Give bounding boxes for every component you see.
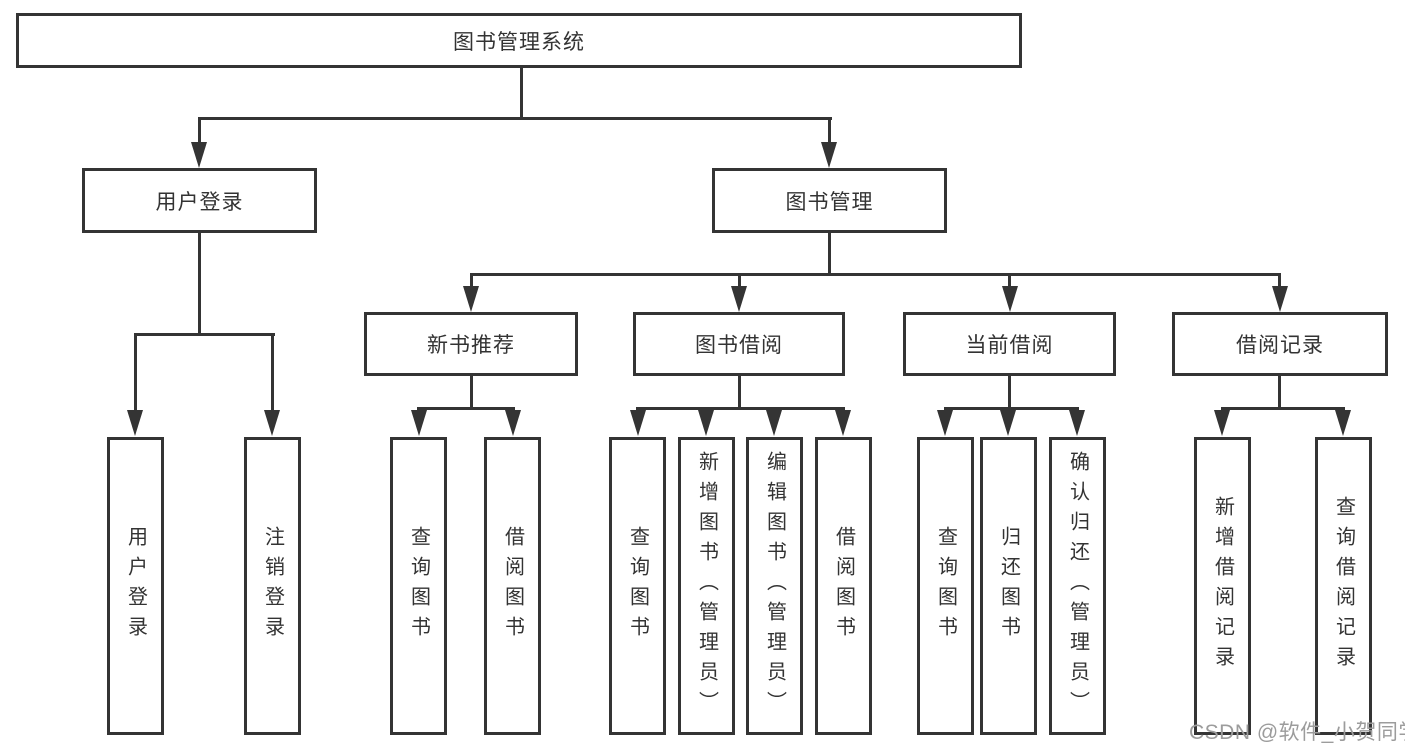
arrowhead-newbook-leaf2	[505, 410, 521, 436]
connector-newbook-stem	[470, 374, 473, 410]
arrowhead-newbook	[463, 286, 479, 312]
leaf-current-query-label: 查询图书	[934, 526, 957, 646]
arrowhead-login	[191, 142, 207, 168]
leaf-user-login: 用户登录	[107, 437, 164, 735]
leaf-current-return: 归还图书	[980, 437, 1037, 735]
arrowhead-borrow-leaf2	[698, 410, 714, 436]
node-root: 图书管理系统	[16, 13, 1022, 68]
leaf-records-query: 查询借阅记录	[1315, 437, 1372, 735]
connector-drop-login-leaf2	[271, 333, 274, 412]
connector-drop-records	[1278, 273, 1281, 289]
connector-drop-current	[1008, 273, 1011, 289]
leaf-borrow-borrow: 借阅图书	[815, 437, 872, 735]
leaf-user-login-label: 用户登录	[124, 526, 147, 646]
leaf-records-add: 新增借阅记录	[1194, 437, 1251, 735]
arrowhead-current	[1002, 286, 1018, 312]
leaf-logout-label: 注销登录	[261, 526, 284, 646]
leaf-newbook-borrow: 借阅图书	[484, 437, 541, 735]
leaf-current-return-label: 归还图书	[997, 526, 1020, 646]
connector-login-split	[134, 333, 275, 336]
leaf-borrow-query: 查询图书	[609, 437, 666, 735]
connector-drop-login-leaf1	[134, 333, 137, 412]
arrowhead-login-leaf1	[127, 410, 143, 436]
arrowhead-newbook-leaf1	[411, 410, 427, 436]
arrowhead-borrow-leaf4	[835, 410, 851, 436]
arrowhead-current-leaf2	[1000, 410, 1016, 436]
arrowhead-records	[1272, 286, 1288, 312]
arrowhead-borrow-leaf3	[766, 410, 782, 436]
leaf-borrow-borrow-label: 借阅图书	[832, 526, 855, 646]
connector-mgmt-split	[470, 273, 1281, 276]
leaf-current-query: 查询图书	[917, 437, 974, 735]
node-borrow-records: 借阅记录	[1172, 312, 1388, 376]
leaf-records-add-label: 新增借阅记录	[1211, 496, 1234, 676]
connector-borrow-stem	[738, 374, 741, 410]
connector-root-stem	[520, 67, 523, 120]
arrowhead-borrow-leaf1	[630, 410, 646, 436]
leaf-newbook-query: 查询图书	[390, 437, 447, 735]
connector-records-stem	[1278, 374, 1281, 410]
connector-current-split	[944, 407, 1079, 410]
csdn-watermark: CSDN @软件_小贺同学	[1189, 721, 1405, 744]
node-current-borrow: 当前借阅	[903, 312, 1116, 376]
leaf-borrow-add: 新增图书（管理员）	[678, 437, 735, 735]
leaf-current-confirm-label: 确认归还（管理员）	[1066, 451, 1089, 721]
leaf-borrow-edit-label: 编辑图书（管理员）	[763, 451, 786, 721]
connector-records-split	[1221, 407, 1345, 410]
connector-login-stem	[198, 232, 201, 336]
arrowhead-borrow	[731, 286, 747, 312]
connector-current-stem	[1008, 374, 1011, 410]
arrowhead-current-leaf1	[937, 410, 953, 436]
connector-newbook-split	[417, 407, 515, 410]
leaf-records-query-label: 查询借阅记录	[1332, 496, 1355, 676]
connector-drop-mgmt	[828, 117, 831, 145]
arrowhead-records-leaf2	[1335, 410, 1351, 436]
connector-mgmt-stem	[828, 232, 831, 276]
leaf-newbook-query-label: 查询图书	[407, 526, 430, 646]
leaf-logout: 注销登录	[244, 437, 301, 735]
node-user-login: 用户登录	[82, 168, 317, 233]
leaf-borrow-edit: 编辑图书（管理员）	[746, 437, 803, 735]
leaf-current-confirm: 确认归还（管理员）	[1049, 437, 1106, 735]
connector-root-split	[198, 117, 832, 120]
node-book-mgmt: 图书管理	[712, 168, 947, 233]
node-book-borrow: 图书借阅	[633, 312, 845, 376]
connector-borrow-split	[636, 407, 845, 410]
leaf-borrow-query-label: 查询图书	[626, 526, 649, 646]
arrowhead-current-leaf3	[1069, 410, 1085, 436]
arrowhead-mgmt	[821, 142, 837, 168]
connector-drop-borrow	[738, 273, 741, 289]
connector-drop-newbook	[470, 273, 473, 289]
leaf-newbook-borrow-label: 借阅图书	[501, 526, 524, 646]
arrowhead-login-leaf2	[264, 410, 280, 436]
leaf-borrow-add-label: 新增图书（管理员）	[695, 451, 718, 721]
node-new-book-recommend: 新书推荐	[364, 312, 578, 376]
connector-drop-login	[198, 117, 201, 145]
arrowhead-records-leaf1	[1214, 410, 1230, 436]
